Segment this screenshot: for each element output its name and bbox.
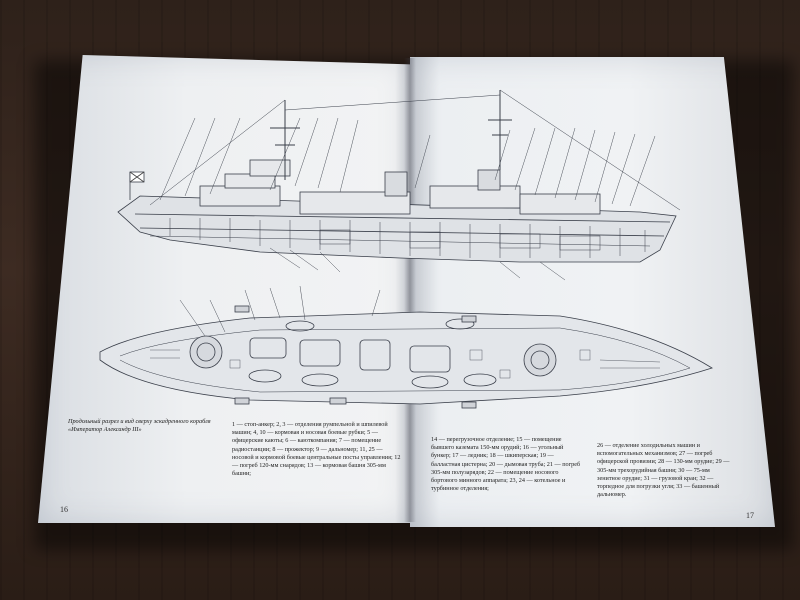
ship-side-section xyxy=(117,89,681,281)
right-page xyxy=(410,57,775,527)
legend-column-2: 14 — перегрузочное отделение; 15 — помещ… xyxy=(431,436,581,493)
figure-caption: Продольный разрез и вид сверху эскадренн… xyxy=(68,418,211,434)
legend-column-1: 1 — стоп-анкер; 2, 3 — отделения румпель… xyxy=(232,421,401,478)
ship-plan-view xyxy=(99,285,713,409)
page-number-left: 16 xyxy=(60,505,68,514)
page-number-right: 17 xyxy=(746,511,754,520)
left-page xyxy=(38,55,410,523)
legend-column-3: 26 — отделение холодильных машин и вспом… xyxy=(597,442,730,499)
